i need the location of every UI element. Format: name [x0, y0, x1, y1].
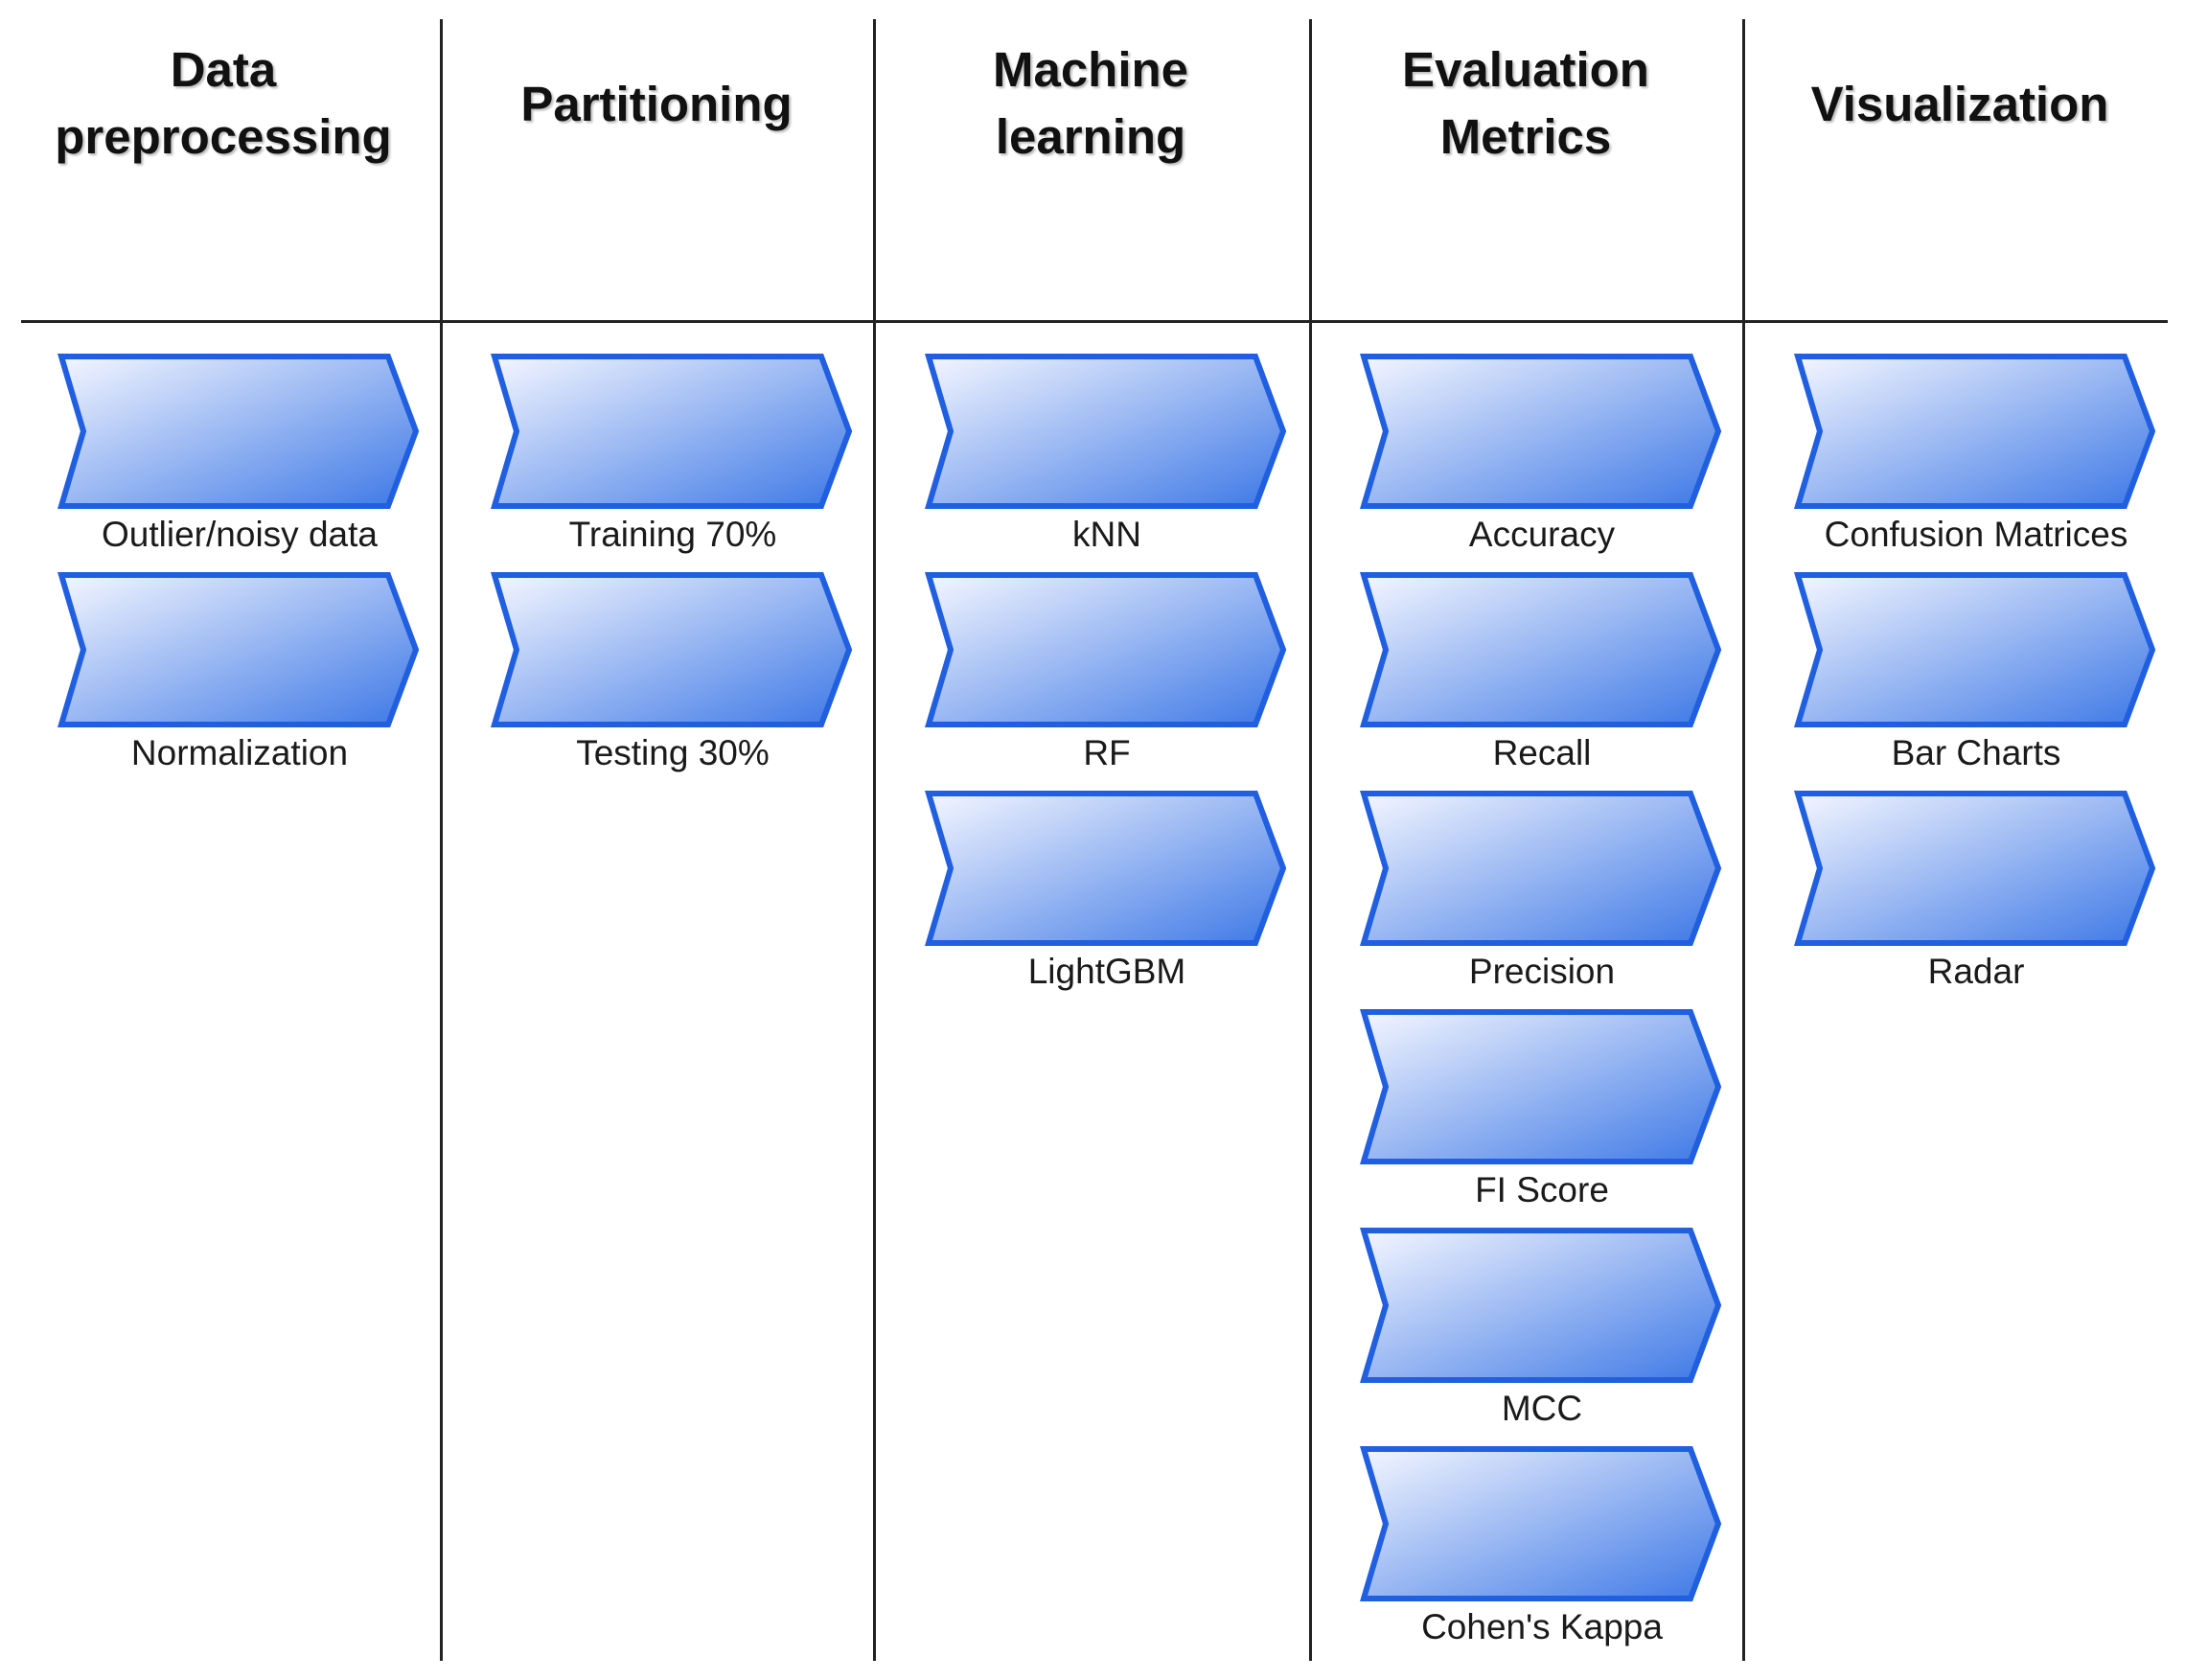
process-step: Precision: [1360, 790, 1724, 991]
chevron-arrow-icon: [58, 354, 420, 509]
process-step-label: MCC: [1501, 1389, 1583, 1428]
process-step: Outlier/noisy data: [58, 353, 422, 554]
process-step: Testing 30%: [491, 571, 855, 772]
chevron-arrow-icon: [1794, 572, 2156, 727]
chevron-arrow-icon: [491, 354, 853, 509]
chevron-shape: [1360, 354, 1722, 509]
chevron-shape: [925, 354, 1287, 509]
header-divider: [21, 320, 2168, 323]
process-step-label: Training 70%: [568, 515, 777, 554]
chevron-arrow-icon: [1794, 791, 2156, 946]
chevron-shape: [1360, 1446, 1722, 1601]
chevron-shape: [1360, 572, 1722, 727]
process-step-label: Bar Charts: [1891, 733, 2061, 772]
chevron-shape: [1360, 791, 1722, 946]
chevron-shape: [491, 354, 853, 509]
chevron-arrow-icon: [925, 791, 1287, 946]
process-step: Training 70%: [491, 353, 855, 554]
chevron-arrow-icon: [1360, 1228, 1722, 1383]
column-divider-3: [1309, 19, 1312, 1661]
process-step: MCC: [1360, 1227, 1724, 1428]
column-title-machine-learning: Machine learning: [992, 42, 1189, 164]
process-step: Accuracy: [1360, 353, 1724, 554]
process-step-label: FI Score: [1475, 1170, 1609, 1209]
chevron-arrow-icon: [1360, 1446, 1722, 1601]
chevron-shape: [1360, 1228, 1722, 1383]
chevron-arrow-icon: [1360, 791, 1722, 946]
process-step-label: Normalization: [130, 733, 349, 772]
column-title-partitioning: Partitioning: [520, 77, 793, 131]
chevron-shape: [1794, 572, 2156, 727]
column-divider-2: [873, 19, 876, 1661]
process-step-label: Testing 30%: [576, 733, 770, 772]
process-step: Cohen's Kappa: [1360, 1445, 1724, 1646]
chevron-shape: [1360, 1009, 1722, 1164]
process-step-label: Outlier/noisy data: [102, 515, 378, 554]
process-step: Recall: [1360, 571, 1724, 772]
process-step-label: Confusion Matrices: [1824, 515, 2128, 554]
process-step: RF: [925, 571, 1289, 772]
chevron-arrow-icon: [925, 354, 1287, 509]
column-title-data-preprocessing: Data preprocessing: [55, 42, 392, 164]
process-step: LightGBM: [925, 790, 1289, 991]
column-divider-1: [440, 19, 443, 1661]
process-step: Bar Charts: [1794, 571, 2158, 772]
chevron-arrow-icon: [58, 572, 420, 727]
chevron-shape: [1794, 354, 2156, 509]
chevron-shape: [1794, 791, 2156, 946]
chevron-arrow-icon: [1794, 354, 2156, 509]
process-step-label: LightGBM: [1027, 952, 1186, 991]
process-step-label: Accuracy: [1468, 515, 1616, 554]
chevron-arrow-icon: [925, 572, 1287, 727]
chevron-shape: [58, 354, 420, 509]
process-step-label: Recall: [1492, 733, 1592, 772]
chevron-shape: [491, 572, 853, 727]
process-step: Confusion Matrices: [1794, 353, 2158, 554]
chevron-shape: [925, 572, 1287, 727]
process-step: FI Score: [1360, 1008, 1724, 1209]
column-title-visualization: Visualization: [1810, 77, 2109, 131]
process-step-label: kNN: [1072, 515, 1141, 554]
chevron-arrow-icon: [1360, 354, 1722, 509]
process-step-label: Cohen's Kappa: [1421, 1607, 1663, 1646]
process-step-label: Precision: [1468, 952, 1616, 991]
process-step-label: Radar: [1927, 952, 2025, 991]
process-step: Radar: [1794, 790, 2158, 991]
chevron-shape: [58, 572, 420, 727]
chevron-shape: [925, 791, 1287, 946]
process-step: kNN: [925, 353, 1289, 554]
chevron-arrow-icon: [491, 572, 853, 727]
chevron-arrow-icon: [1360, 1009, 1722, 1164]
column-title-evaluation-metrics: Evaluation Metrics: [1402, 42, 1649, 164]
process-step-label: RF: [1083, 733, 1131, 772]
chevron-arrow-icon: [1360, 572, 1722, 727]
column-divider-4: [1742, 19, 1745, 1661]
process-step: Normalization: [58, 571, 422, 772]
